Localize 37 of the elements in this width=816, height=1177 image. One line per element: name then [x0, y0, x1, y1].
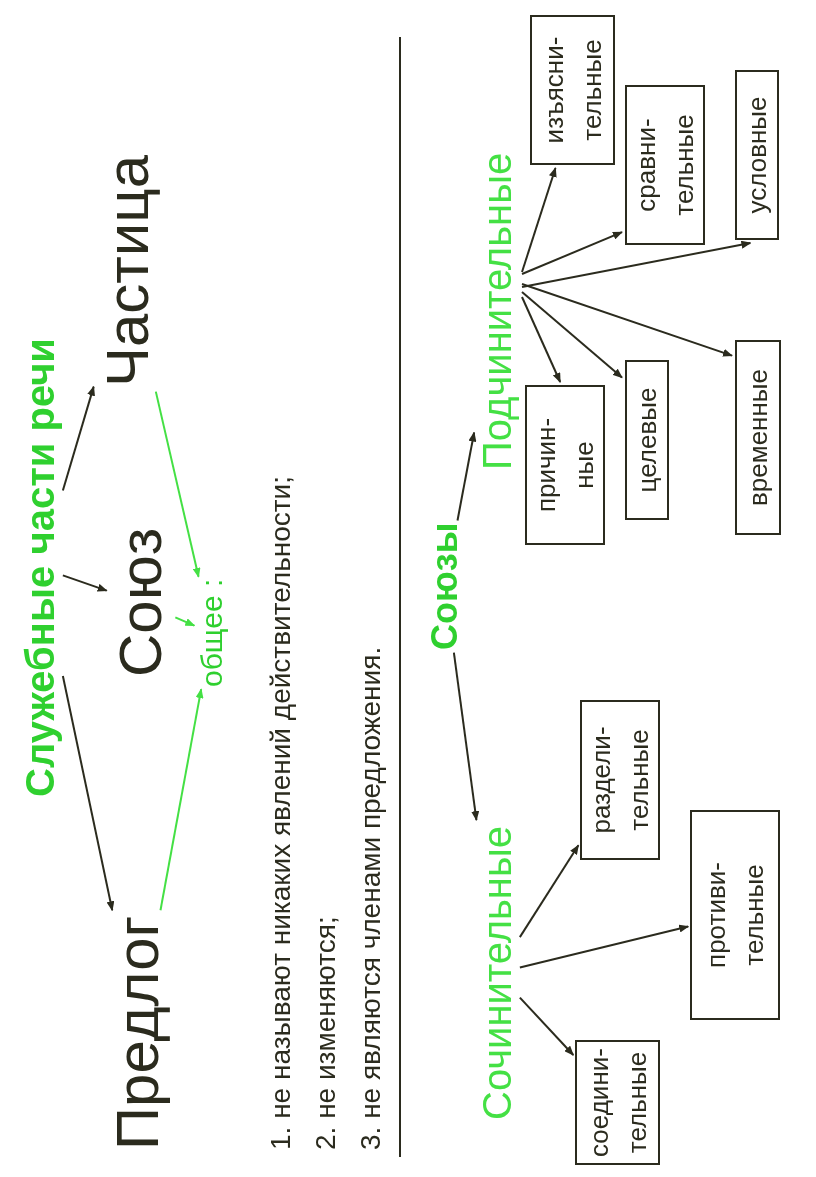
- arrow: [521, 167, 557, 273]
- arrow: [159, 688, 204, 912]
- category-box: соедини- тельные: [575, 1040, 660, 1165]
- arrow: [518, 844, 580, 939]
- arrow: [61, 574, 108, 592]
- category-box: сравни- тельные: [625, 85, 705, 245]
- property-note: 1. не называют никаких явлений действительности;: [265, 475, 297, 1150]
- arrow: [518, 924, 690, 969]
- arrow: [61, 675, 115, 912]
- arrow: [518, 996, 575, 1056]
- category-box: противи- тельные: [690, 810, 780, 1020]
- term-label: Сочинительные: [475, 826, 519, 1120]
- property-note: 3. не являются членами предложения.: [355, 646, 387, 1150]
- category-box: целевые: [625, 360, 669, 520]
- arrow: [521, 240, 752, 288]
- arrow: [154, 390, 201, 578]
- property-note: 2. не изменяются;: [310, 916, 342, 1150]
- arrow: [521, 283, 733, 357]
- arrow: [521, 291, 623, 379]
- category-box: условные: [735, 70, 779, 240]
- arrow: [61, 385, 95, 492]
- category-box: причин- ные: [525, 385, 605, 545]
- category-box: раздели- тельные: [580, 700, 660, 860]
- arrow: [521, 231, 623, 275]
- arrow: [521, 296, 562, 383]
- title-text: Служебные части речи: [18, 338, 62, 797]
- term-label: общее :: [195, 578, 228, 687]
- term-label: Частица: [95, 154, 161, 387]
- category-box: изъясни- тельные: [530, 15, 615, 165]
- arrow: [452, 651, 480, 822]
- arrow: [174, 616, 196, 627]
- term-label: Подчинительные: [475, 152, 519, 470]
- category-box: временные: [735, 340, 781, 535]
- term-label: Предлог: [105, 915, 171, 1150]
- term-label: Союзы: [425, 522, 465, 650]
- term-label: Союз: [108, 527, 174, 677]
- arrow: [456, 431, 477, 522]
